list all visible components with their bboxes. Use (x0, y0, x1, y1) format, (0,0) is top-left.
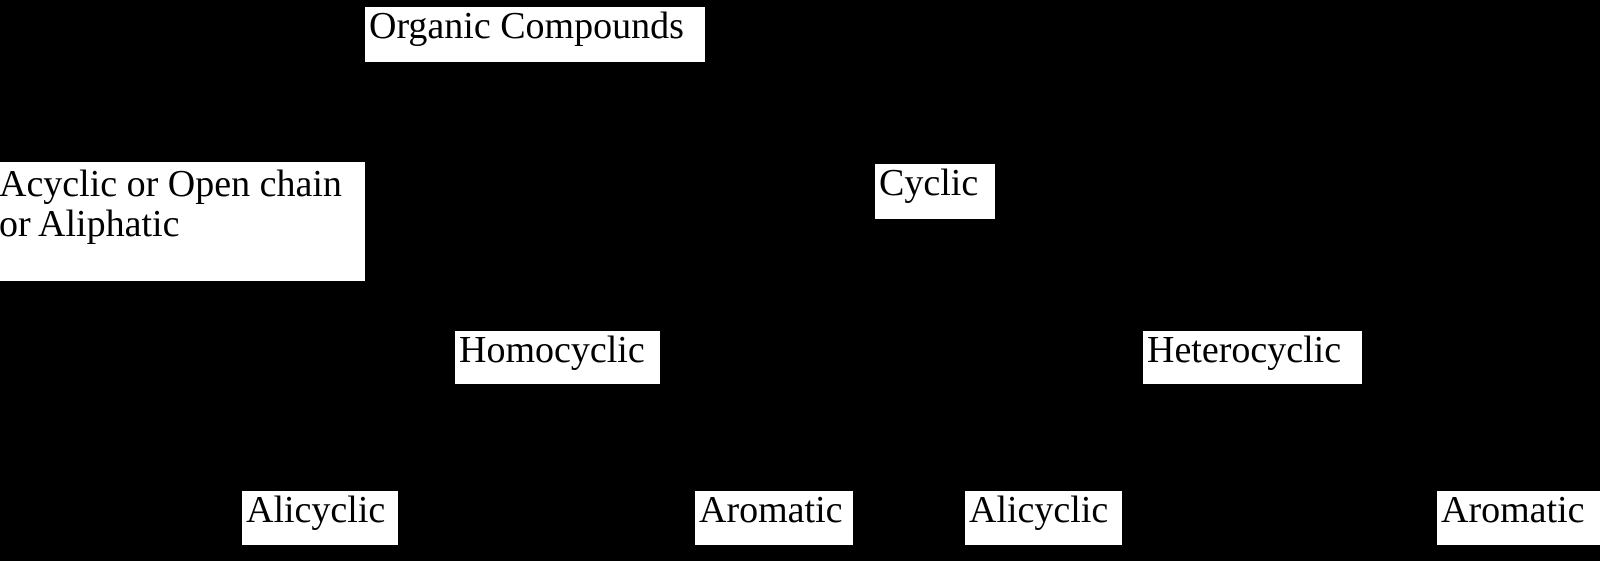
connector-to-homo-alicyclic (318, 464, 321, 494)
connector-homocyclic-horizontal (318, 464, 774, 467)
node-acyclic-open-chain-aliphatic[interactable]: Acyclic or Open chain or Aliphatic (0, 162, 365, 281)
connector-cyclic-horizontal (551, 304, 1282, 307)
node-homocyclic-aromatic[interactable]: Aromatic (695, 491, 853, 545)
node-heterocyclic-label: Heterocyclic (1147, 331, 1342, 371)
node-heterocyclic-alicyclic-label: Alicyclic (969, 491, 1109, 531)
node-heterocyclic-aromatic[interactable]: Aromatic (1437, 491, 1600, 545)
node-cyclic[interactable]: Cyclic (875, 164, 995, 219)
node-homocyclic-alicyclic-label: Alicyclic (246, 491, 386, 531)
connector-cyclic-down (904, 196, 907, 306)
node-homocyclic-alicyclic[interactable]: Alicyclic (242, 491, 398, 545)
connector-to-homocyclic (551, 304, 554, 336)
node-acyclic-label-line1: Acyclic or Open chain (0, 163, 342, 205)
connector-root-down (524, 40, 527, 140)
connector-root-horizontal (170, 138, 907, 141)
connector-to-acyclic (170, 138, 173, 168)
node-heterocyclic-aromatic-label: Aromatic (1441, 491, 1585, 531)
node-acyclic-label-line2: or Aliphatic (0, 202, 180, 245)
node-cyclic-label: Cyclic (879, 164, 979, 204)
node-homocyclic-aromatic-label: Aromatic (699, 491, 843, 531)
node-heterocyclic[interactable]: Heterocyclic (1143, 331, 1362, 384)
connector-to-homo-aromatic (772, 464, 775, 494)
connector-heterocyclic-horizontal (1042, 464, 1519, 467)
connector-to-heterocyclic (1279, 304, 1282, 336)
node-homocyclic[interactable]: Homocyclic (455, 331, 660, 384)
connector-to-hetero-alicyclic (1042, 464, 1045, 494)
node-organic-compounds[interactable]: Organic Compounds (365, 7, 705, 62)
node-homocyclic-label: Homocyclic (459, 331, 645, 371)
connector-homocyclic-down (551, 362, 554, 466)
connector-to-hetero-aromatic (1517, 464, 1520, 494)
node-heterocyclic-alicyclic[interactable]: Alicyclic (965, 491, 1122, 545)
node-organic-compounds-label: Organic Compounds (369, 7, 684, 47)
connector-heterocyclic-down (1279, 362, 1282, 466)
